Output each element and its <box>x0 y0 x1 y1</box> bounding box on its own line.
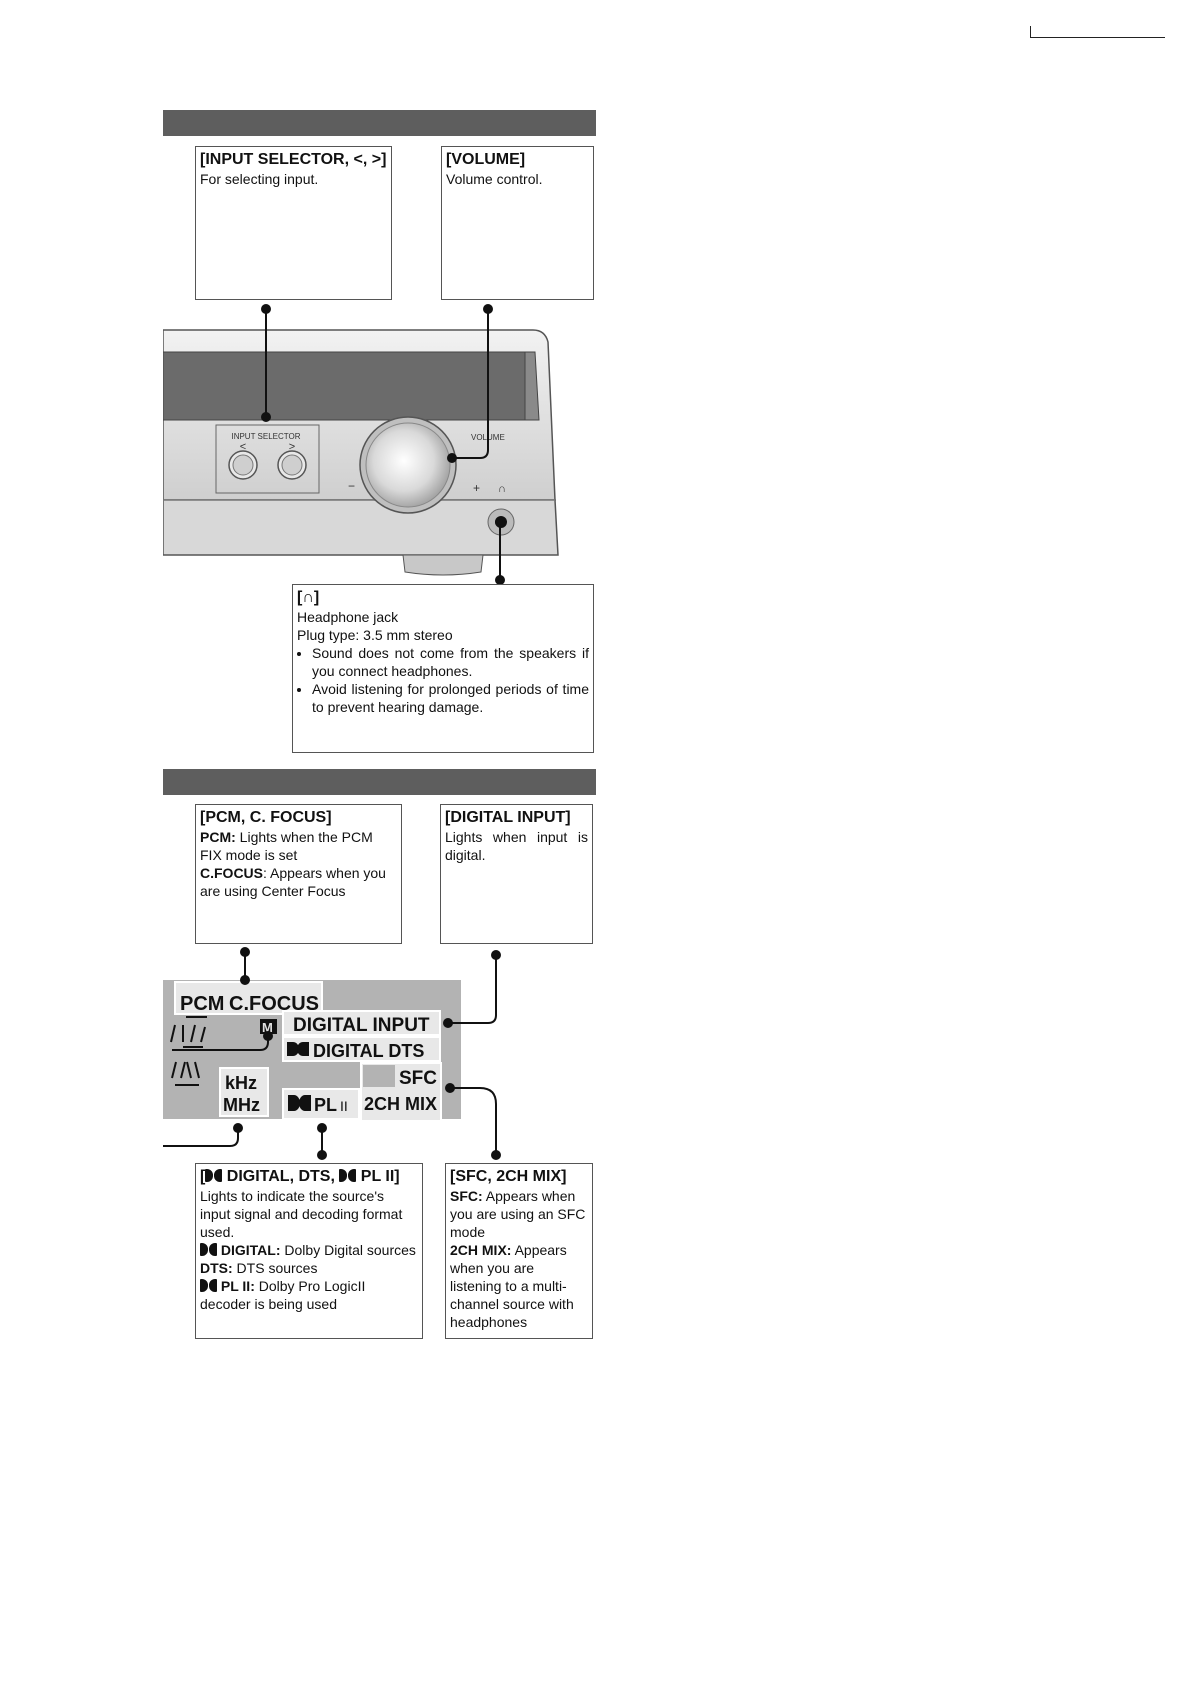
text-cfocus: : Appears when you are using Center Focu… <box>200 865 386 899</box>
lcd-pcm: PCM <box>180 993 224 1015</box>
callout-sfc-2ch-mix: [SFC, 2CH MIX] SFC: Appears when you are… <box>445 1163 593 1339</box>
callout-title: [INPUT SELECTOR, <, >] <box>200 151 387 168</box>
dolby-icon <box>200 1279 217 1292</box>
callout-line: DTS: DTS sources <box>200 1259 418 1277</box>
header-rule <box>1030 37 1165 38</box>
svg-text:>: > <box>289 441 295 453</box>
callout-text: Volume control. <box>446 171 543 187</box>
callout-line: PL II: Dolby Pro LogicII decoder is bein… <box>200 1277 418 1313</box>
svg-text:<: < <box>240 441 246 453</box>
leader-lines-section-2 <box>163 947 501 1160</box>
text-pl2: Dolby Pro LogicII decoder is being used <box>200 1278 366 1312</box>
dolby-icon <box>205 1169 223 1182</box>
section-band-front-panel <box>163 110 596 136</box>
lcd-dolby-pl-icon <box>288 1095 311 1111</box>
label-dolby-digital: DIGITAL: <box>217 1242 281 1258</box>
lcd-cfocus: C.FOCUS <box>229 993 319 1015</box>
lcd-speaker-glyphs <box>170 1024 206 1086</box>
lcd-dolby-icon <box>287 1042 309 1056</box>
callout-title: [VOLUME] <box>446 151 526 168</box>
svg-text:∩: ∩ <box>498 483 506 495</box>
text-dolby-digital: Dolby Digital sources <box>280 1242 416 1258</box>
title-part: DIGITAL, DTS, <box>222 1168 340 1185</box>
callout-headphone: [∩] Headphone jack Plug type: 3.5 mm ste… <box>292 584 594 753</box>
text-pcm: Lights when the PCM FIX mode is set <box>200 829 373 863</box>
text-dts: DTS sources <box>232 1260 318 1276</box>
callout-line: DIGITAL: Dolby Digital sources <box>200 1241 418 1259</box>
lcd-sfc: SFC <box>399 1068 437 1089</box>
callout-volume: [VOLUME] Volume control. <box>441 146 594 300</box>
title-part: [ <box>200 1168 206 1185</box>
leader-lines-section-1 <box>261 304 505 585</box>
callout-line: SFC: Appears when you are using an SFC m… <box>450 1187 588 1241</box>
text-sfc: Appears when you are using an SFC mode <box>450 1188 586 1240</box>
lcd-pl-suffix: II <box>340 1098 348 1114</box>
svg-text:−: − <box>348 479 355 493</box>
bullet-item: Sound does not come from the speakers if… <box>312 644 589 680</box>
callout-pcm-cfocus: [PCM, C. FOCUS] PCM: Lights when the PCM… <box>195 804 402 944</box>
lcd-pl: PL <box>314 1095 337 1115</box>
svg-text:+: + <box>473 481 480 495</box>
lcd-m: M <box>262 1020 273 1035</box>
callout-title: [PCM, C. FOCUS] <box>200 809 332 826</box>
callout-dolby-dts: [ DIGITAL, DTS, PL II] Lights to indicat… <box>195 1163 423 1339</box>
callout-title: [SFC, 2CH MIX] <box>450 1168 567 1185</box>
callout-line: Headphone jack <box>297 609 399 625</box>
callout-line: 2CH MIX: Appears when you are listening … <box>450 1241 588 1331</box>
callout-input-selector: [INPUT SELECTOR, <, >] For selecting inp… <box>195 146 392 300</box>
lcd-2ch-mix: 2CH MIX <box>364 1094 437 1114</box>
callout-digital-input: [DIGITAL INPUT] Lights when input is dig… <box>440 804 593 944</box>
callout-title: [∩] <box>297 589 320 606</box>
callout-title: [ DIGITAL, DTS, PL II] <box>200 1167 418 1187</box>
callout-line: Plug type: 3.5 mm stereo <box>297 627 453 643</box>
lcd-mhz: MHz <box>223 1095 260 1115</box>
lcd-digital-dts: DIGITAL DTS <box>313 1041 424 1061</box>
bullet-item: Avoid listening for prolonged periods of… <box>312 680 589 716</box>
volume-knob: VOLUME − + ∩ <box>348 416 506 514</box>
label-cfocus: C.FOCUS <box>200 865 263 881</box>
callout-line: C.FOCUS: Appears when you are using Cent… <box>200 864 397 900</box>
section-band-display <box>163 769 596 795</box>
label-pcm: PCM: <box>200 829 236 845</box>
dolby-icon <box>339 1169 357 1182</box>
label-2ch-mix: 2CH MIX: <box>450 1242 512 1258</box>
callout-bullets: Sound does not come from the speakers if… <box>297 644 589 716</box>
input-selector-buttons: INPUT SELECTOR < > <box>228 432 307 480</box>
callout-title: [DIGITAL INPUT] <box>445 809 571 826</box>
callout-text: Lights when input is digital. <box>445 829 588 863</box>
label-sfc: SFC: <box>450 1188 483 1204</box>
title-part: PL II] <box>356 1168 400 1185</box>
callout-line: Lights to indicate the source's input si… <box>200 1188 403 1240</box>
lcd-khz: kHz <box>225 1073 257 1093</box>
callout-line: PCM: Lights when the PCM FIX mode is set <box>200 828 397 864</box>
lcd-digital-input: DIGITAL INPUT <box>293 1015 430 1036</box>
callout-text: For selecting input. <box>200 171 319 187</box>
label-dts: DTS: <box>200 1260 233 1276</box>
dolby-icon <box>200 1243 217 1256</box>
text-2ch-mix: Appears when you are listening to a mult… <box>450 1242 574 1330</box>
label-pl2: PL II: <box>217 1278 255 1294</box>
svg-text:INPUT SELECTOR: INPUT SELECTOR <box>231 432 300 441</box>
header-tick <box>1030 26 1031 38</box>
